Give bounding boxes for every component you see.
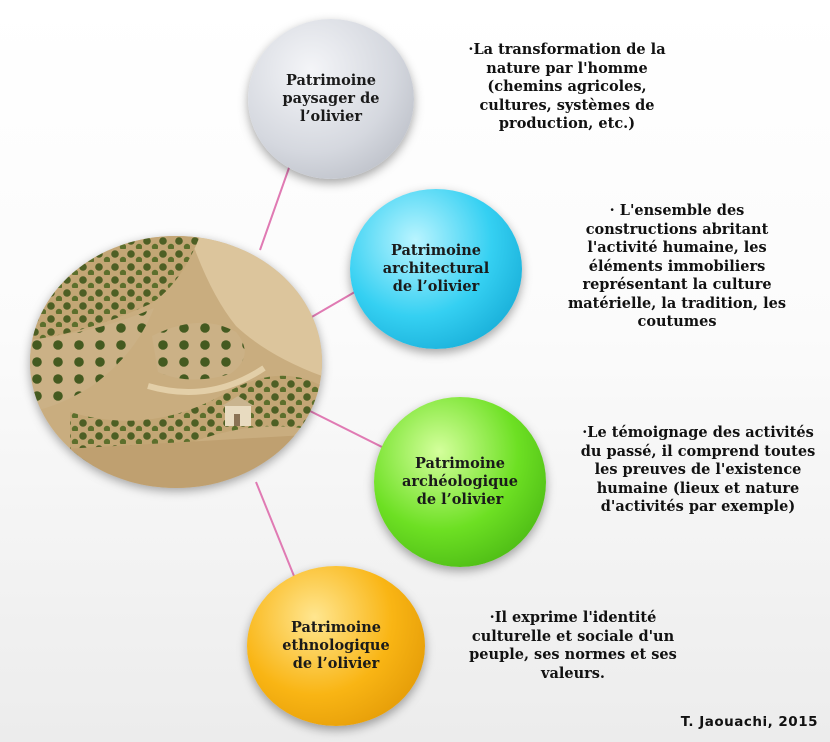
description-line: peuple, ses normes et ses — [469, 646, 677, 663]
description-paysager: ·La transformation de la nature par l'ho… — [432, 41, 702, 134]
description-line: · L'ensemble des — [609, 202, 745, 219]
node-title-line: de l’olivier — [292, 655, 380, 672]
description-line: d'activités par exemple) — [600, 498, 796, 515]
description-archeologique: ·Le témoignage des activités du passé, i… — [566, 424, 830, 517]
connector-ethnologique — [255, 481, 295, 577]
node-title-line: de l’olivier — [392, 278, 480, 295]
node-title-line: Patrimoine — [290, 619, 382, 636]
node-title-line: Patrimoine — [414, 455, 506, 472]
description-architectural: · L'ensemble des constructions abritant … — [542, 202, 812, 332]
author-credit: T. Jaouachi, 2015 — [680, 714, 818, 730]
description-line: représentant la culture — [582, 276, 772, 293]
node-patrimoine-paysager: Patrimoine paysager de l’olivier — [248, 19, 414, 179]
description-line: valeurs. — [541, 664, 605, 682]
description-line: ·Le témoignage des activités — [582, 424, 814, 441]
description-line: cultures, systèmes de — [479, 96, 655, 114]
description-line: matérielle, la tradition, les — [567, 294, 787, 312]
node-title-line: de l’olivier — [416, 491, 504, 508]
connector-archeologique — [307, 409, 385, 449]
description-line: constructions abritant — [585, 220, 769, 238]
node-title-line: archéologique — [401, 473, 519, 490]
node-title-line: paysager de — [282, 90, 380, 107]
description-line: l'activité humaine, les — [587, 239, 767, 256]
node-patrimoine-archeologique: Patrimoine archéologique de l’olivier — [374, 397, 546, 567]
description-ethnologique: ·Il exprime l'identité culturelle et soc… — [438, 609, 708, 683]
description-line: (chemins agricoles, — [487, 78, 647, 95]
node-title-line: architectural — [382, 260, 490, 277]
description-line: culturelle et sociale d'un — [471, 627, 675, 645]
description-line: coutumes — [637, 313, 717, 330]
node-title-line: l’olivier — [299, 108, 363, 125]
node-title-line: Patrimoine — [390, 242, 482, 259]
node-patrimoine-architectural: Patrimoine architectural de l’olivier — [350, 189, 522, 349]
description-line: production, etc.) — [498, 115, 636, 132]
olive-grove-landscape-photo-icon — [30, 236, 322, 488]
node-title-line: Patrimoine — [285, 72, 377, 89]
description-line: nature par l'homme — [486, 59, 648, 77]
description-line: ·La transformation de la — [468, 41, 666, 58]
description-line: humaine (lieux et nature — [596, 479, 800, 497]
description-line: les preuves de l'existence — [594, 461, 802, 478]
node-patrimoine-ethnologique: Patrimoine ethnologique de l’olivier — [247, 566, 425, 726]
olive-grove-photo — [30, 236, 322, 488]
description-line: du passé, il comprend toutes — [580, 442, 816, 460]
description-line: éléments immobiliers — [588, 257, 766, 275]
description-line: ·Il exprime l'identité — [489, 609, 657, 626]
node-title-line: ethnologique — [282, 637, 390, 654]
